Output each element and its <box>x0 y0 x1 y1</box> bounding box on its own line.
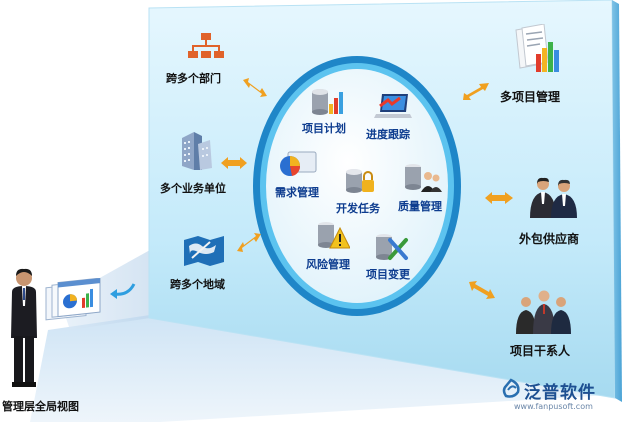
group-people-icon <box>516 290 571 334</box>
double-arrow-icon <box>469 281 495 299</box>
org-chart-icon <box>188 33 224 58</box>
database-people-icon <box>405 164 442 192</box>
manager-figure-icon <box>11 268 37 387</box>
label-progress-tracking: 进度跟踪 <box>366 128 410 141</box>
double-arrow-icon <box>243 78 267 97</box>
double-arrow-icon <box>463 83 489 100</box>
label-project-plan: 项目计划 <box>302 122 346 135</box>
brand-url: www.fanpusoft.com <box>514 402 593 411</box>
label-departments: 跨多个部门 <box>166 72 221 85</box>
warning-icon <box>318 222 350 249</box>
label-change: 项目变更 <box>366 268 410 281</box>
pie-chart-icon <box>280 151 317 176</box>
laptop-icon <box>374 94 412 118</box>
label-quality: 质量管理 <box>398 200 442 213</box>
double-arrow-icon <box>485 192 513 204</box>
business-people-icon <box>530 177 577 218</box>
map-icon <box>184 236 224 266</box>
database-lock-icon <box>346 169 374 193</box>
caption-global-view: 管理层全局视图 <box>2 400 79 413</box>
database-chart-icon <box>312 89 343 115</box>
brand-logo-icon <box>502 378 520 398</box>
label-outsourcing: 外包供应商 <box>519 232 580 246</box>
label-multi-project: 多项目管理 <box>500 90 561 104</box>
brand-name: 泛普软件 <box>524 383 596 403</box>
tools-icon <box>376 234 408 260</box>
label-requirements: 需求管理 <box>275 186 319 199</box>
label-dev-tasks: 开发任务 <box>336 202 380 215</box>
screens-stack-icon <box>45 278 101 321</box>
double-arrow-icon <box>237 233 261 252</box>
label-business-units: 多个业务单位 <box>160 182 226 195</box>
label-risk: 风险管理 <box>306 258 350 271</box>
double-arrow-icon <box>221 157 247 169</box>
buildings-icon <box>182 132 212 170</box>
curved-arrow-icon <box>110 283 136 299</box>
label-stakeholders: 项目干系人 <box>510 344 571 358</box>
documents-chart-icon <box>515 24 559 72</box>
label-regions: 跨多个地域 <box>170 278 225 291</box>
